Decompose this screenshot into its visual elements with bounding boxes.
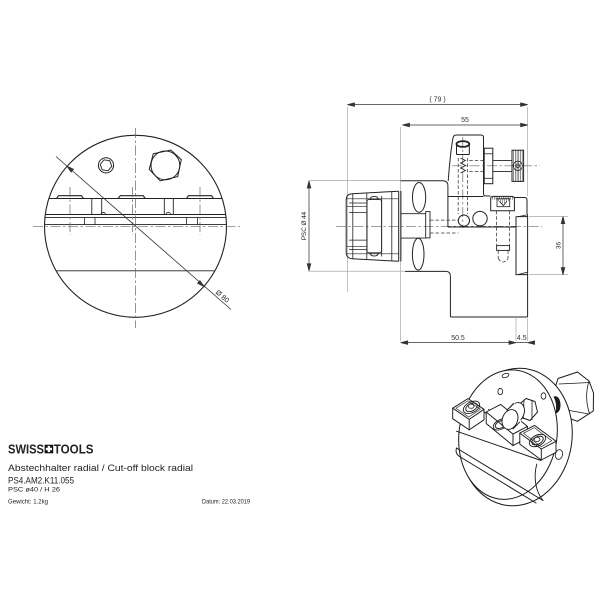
svg-text:55: 55 <box>461 117 469 124</box>
svg-text:SWISS: SWISS <box>8 442 44 457</box>
svg-text:PS4.AM2.K11.055: PS4.AM2.K11.055 <box>8 475 74 486</box>
svg-text:Abstechhalter radial / Cut-off: Abstechhalter radial / Cut-off block rad… <box>8 463 193 474</box>
svg-text:PSC Ø 44: PSC Ø 44 <box>301 211 308 240</box>
svg-text:Datum: 22.03.2019: Datum: 22.03.2019 <box>202 499 250 506</box>
svg-text:PSC ø40 / H 26: PSC ø40 / H 26 <box>8 487 61 494</box>
svg-text:( 79 ): ( 79 ) <box>429 97 445 104</box>
svg-text:TOOLS: TOOLS <box>54 442 94 457</box>
svg-text:4.5: 4.5 <box>517 335 527 342</box>
svg-text:36: 36 <box>556 242 563 250</box>
svg-text:Gewicht: 1.2kg: Gewicht: 1.2kg <box>8 499 48 506</box>
svg-text:50.5: 50.5 <box>451 335 465 342</box>
